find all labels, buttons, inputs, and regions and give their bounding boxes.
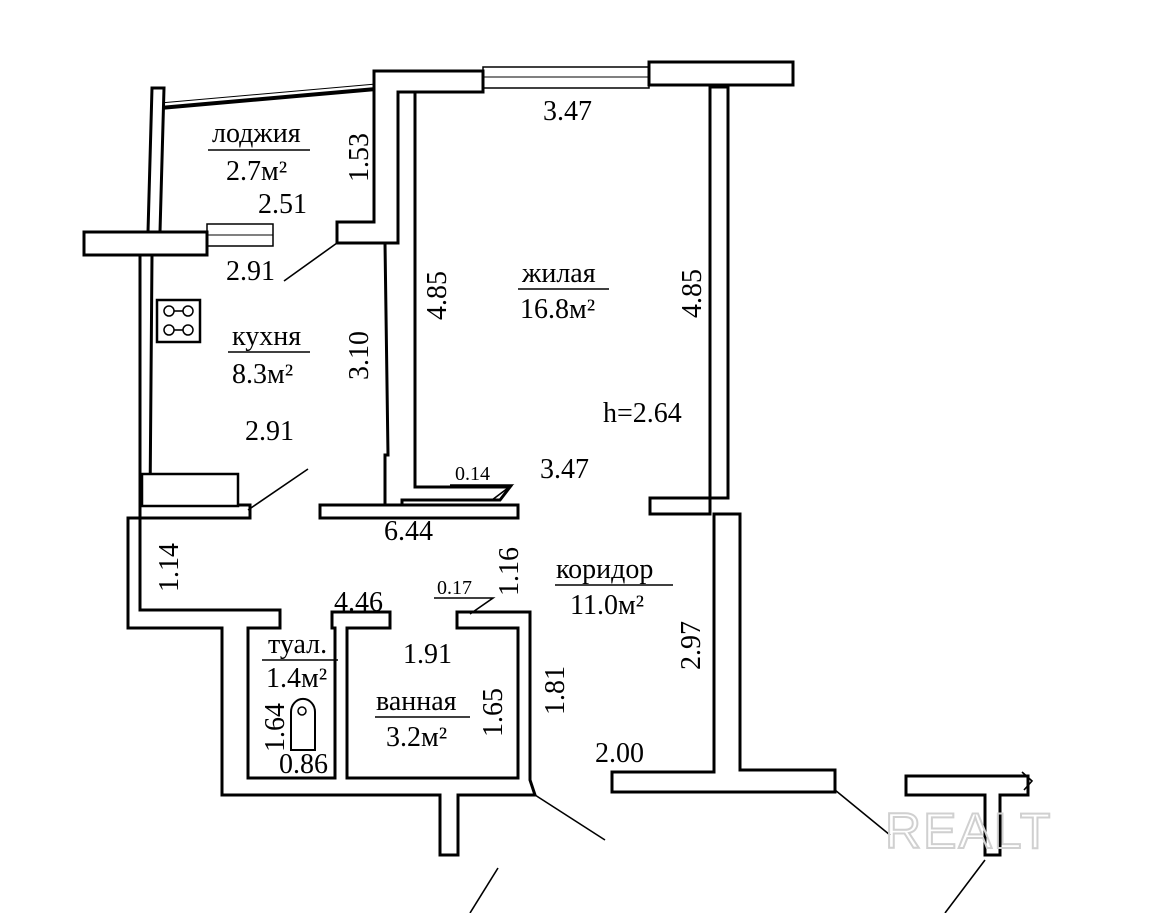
toilet-name: туал. [268,629,327,660]
kitchen-right-wall [383,90,514,507]
living-window [482,66,650,89]
loggia-left-wall [146,86,166,234]
dim-living-left: 4.85 [422,271,453,320]
dim-toilet-width: 0.86 [279,749,328,780]
living-name: жилая [521,258,596,289]
dim-corridor-length: 6.44 [384,516,433,547]
kitchen-name: кухня [232,321,301,352]
toilet-area: 1.4м² [266,663,327,694]
toilet-bowl-icon [290,697,316,751]
corridor-right-wall [610,512,837,794]
dim-living-right: 4.85 [677,269,708,318]
leader-lines [208,149,986,913]
dim-kitchen-top: 2.91 [226,256,275,287]
dim-niche-corridor: 0.17 [437,577,472,599]
dim-ceiling-height: h=2.64 [603,398,682,429]
dim-loggia-width: 2.51 [258,189,307,220]
roof-block [647,60,795,87]
dim-corridor-inner: 4.46 [334,587,383,618]
dim-bath-width: 1.91 [403,639,452,670]
living-right-wall [648,85,730,516]
kitchen-window [206,223,274,247]
dim-living-bottom: 3.47 [540,454,589,485]
adjacent-wall-fragment [904,771,1034,857]
dim-niche-living: 0.14 [455,463,490,485]
dim-corridor-mid: 1.16 [494,547,525,596]
kitchen-area: 8.3м² [232,359,293,390]
dim-kitchen-depth: 3.10 [344,331,375,380]
living-bottom-wall [318,503,520,520]
corridor-name: коридор [556,554,653,585]
loggia-name: лоджия [212,118,301,149]
dim-loggia-height: 1.53 [344,133,375,182]
loggia-area: 2.7м² [226,156,287,187]
kitchen-counter [140,472,240,508]
watermark-logo: REALT [885,803,1052,859]
dim-living-top: 3.47 [543,96,592,127]
dim-corridor-left: 1.14 [154,543,185,592]
walls [82,60,837,857]
loggia-glazing [159,83,377,110]
dim-corridor-bottom: 2.00 [595,738,644,769]
dim-corridor-side: 1.81 [540,666,571,715]
bathroom-name: ванная [376,686,457,717]
stove-icon [155,298,202,344]
bathroom-area: 3.2м² [386,722,447,753]
dim-toilet-depth: 1.64 [260,703,291,752]
dim-bath-depth: 1.65 [478,688,509,737]
kitchen-window-sill-wall [82,230,209,257]
corridor-left-wall [126,516,538,857]
living-area: 16.8м² [520,294,595,325]
dim-kitchen-bottom: 2.91 [245,416,294,447]
corridor-area: 11.0м² [570,590,644,621]
dim-corridor-right: 2.97 [676,621,707,670]
